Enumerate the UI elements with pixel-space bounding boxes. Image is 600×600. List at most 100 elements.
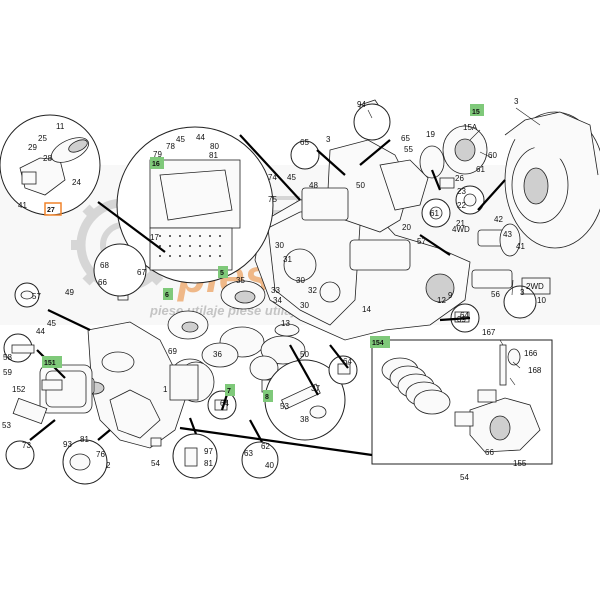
label-66: 66 [485, 448, 494, 457]
label-45: 45 [287, 173, 296, 182]
label-54: 54 [151, 459, 160, 468]
label-97: 97 [204, 447, 213, 456]
label-24: 24 [72, 178, 81, 187]
tag-6-green [163, 288, 173, 300]
label-75: 75 [268, 195, 277, 204]
rear-cover-detail [371, 339, 553, 465]
label-17: 17 [150, 233, 159, 242]
label-11: 11 [56, 122, 65, 131]
label-81: 81 [80, 435, 89, 444]
label-3: 3 [326, 135, 331, 144]
label-66: 66 [98, 278, 107, 287]
label-37: 37 [311, 384, 320, 393]
label-22: 22 [457, 201, 466, 210]
pump-assembly [419, 125, 488, 189]
label-29: 29 [28, 143, 37, 152]
label-151: 151 [44, 360, 56, 367]
label-76: 76 [96, 450, 105, 459]
transmission-housing [254, 195, 471, 341]
label-13: 13 [281, 319, 290, 328]
detail-circle-drive [0, 114, 101, 216]
label-78: 78 [166, 142, 175, 151]
spring-coil [381, 357, 451, 415]
label-64: 64 [460, 311, 469, 320]
top-housing [301, 99, 429, 233]
label-62: 62 [261, 442, 270, 451]
label-1: 1 [163, 385, 168, 394]
label-41: 41 [18, 201, 27, 210]
label-28: 28 [43, 154, 52, 163]
label-65: 65 [401, 134, 410, 143]
part-labels: 94 3 3 3 15 15A 65 65 55 19 60 61 61 26 … [2, 97, 546, 482]
label-30: 30 [300, 301, 309, 310]
label-64: 64 [343, 357, 352, 366]
label-53: 53 [2, 421, 11, 430]
label-31: 31 [283, 255, 292, 264]
label-155: 155 [513, 459, 527, 468]
label-19: 19 [426, 130, 435, 139]
label-93: 93 [63, 440, 72, 449]
label-21: 21 [456, 219, 465, 228]
label-81: 81 [209, 151, 218, 160]
label-8: 8 [265, 394, 269, 401]
label-34: 34 [273, 296, 282, 305]
label-73: 73 [22, 441, 31, 450]
label-61: 61 [430, 209, 439, 218]
label-74: 74 [268, 173, 277, 182]
label-43: 43 [503, 230, 512, 239]
label-53: 53 [280, 402, 289, 411]
label-50: 50 [300, 350, 309, 359]
label-55: 55 [404, 145, 413, 154]
label-57: 57 [32, 292, 41, 301]
gear-set [167, 280, 306, 393]
label-36: 36 [213, 350, 222, 359]
label-33: 33 [271, 286, 280, 295]
label-10: 10 [537, 296, 546, 305]
label-2wd: 2WD [526, 282, 544, 291]
label-9: 9 [448, 291, 453, 300]
label-4wd: 4WD [452, 225, 470, 234]
highlight-tags [42, 104, 551, 402]
label-56: 56 [491, 290, 500, 299]
label-45: 45 [47, 319, 56, 328]
tag-151-green [42, 356, 62, 368]
label-49: 49 [65, 288, 74, 297]
label-12: 12 [437, 296, 446, 305]
tag-15-green [470, 104, 484, 116]
thin-leaders [367, 107, 541, 386]
label-79: 79 [153, 150, 162, 159]
label-15a: 15A [463, 123, 478, 132]
filter [169, 361, 215, 403]
detail-circle-shaft [264, 359, 346, 441]
label-44: 44 [36, 327, 45, 336]
tag-27-orange [44, 202, 62, 216]
label-5: 5 [220, 270, 224, 277]
label-50: 50 [356, 181, 365, 190]
label-40: 40 [265, 461, 274, 470]
label-63: 63 [244, 449, 253, 458]
tag-8-green [263, 390, 273, 402]
label-68: 68 [100, 261, 109, 270]
label-6: 6 [165, 292, 169, 299]
bell-housing [504, 111, 600, 249]
label-3: 3 [514, 97, 519, 106]
label-26: 26 [455, 174, 464, 183]
label-32: 32 [308, 286, 317, 295]
label-2: 2 [106, 461, 111, 470]
label-154: 154 [372, 340, 384, 347]
tag-16-green [150, 157, 164, 169]
label-168: 168 [528, 366, 542, 375]
label-80: 80 [210, 142, 219, 151]
label-42: 42 [494, 215, 503, 224]
label-3: 3 [520, 288, 525, 297]
label-15: 15 [472, 109, 480, 116]
label-38: 38 [300, 415, 309, 424]
label-59: 59 [3, 368, 12, 377]
label-45: 45 [176, 135, 185, 144]
tag-5-green [218, 266, 228, 278]
label-44: 44 [196, 133, 205, 142]
label-7: 7 [227, 388, 231, 395]
label-30: 30 [296, 276, 305, 285]
label-23: 23 [457, 187, 466, 196]
label-94: 94 [357, 100, 366, 109]
